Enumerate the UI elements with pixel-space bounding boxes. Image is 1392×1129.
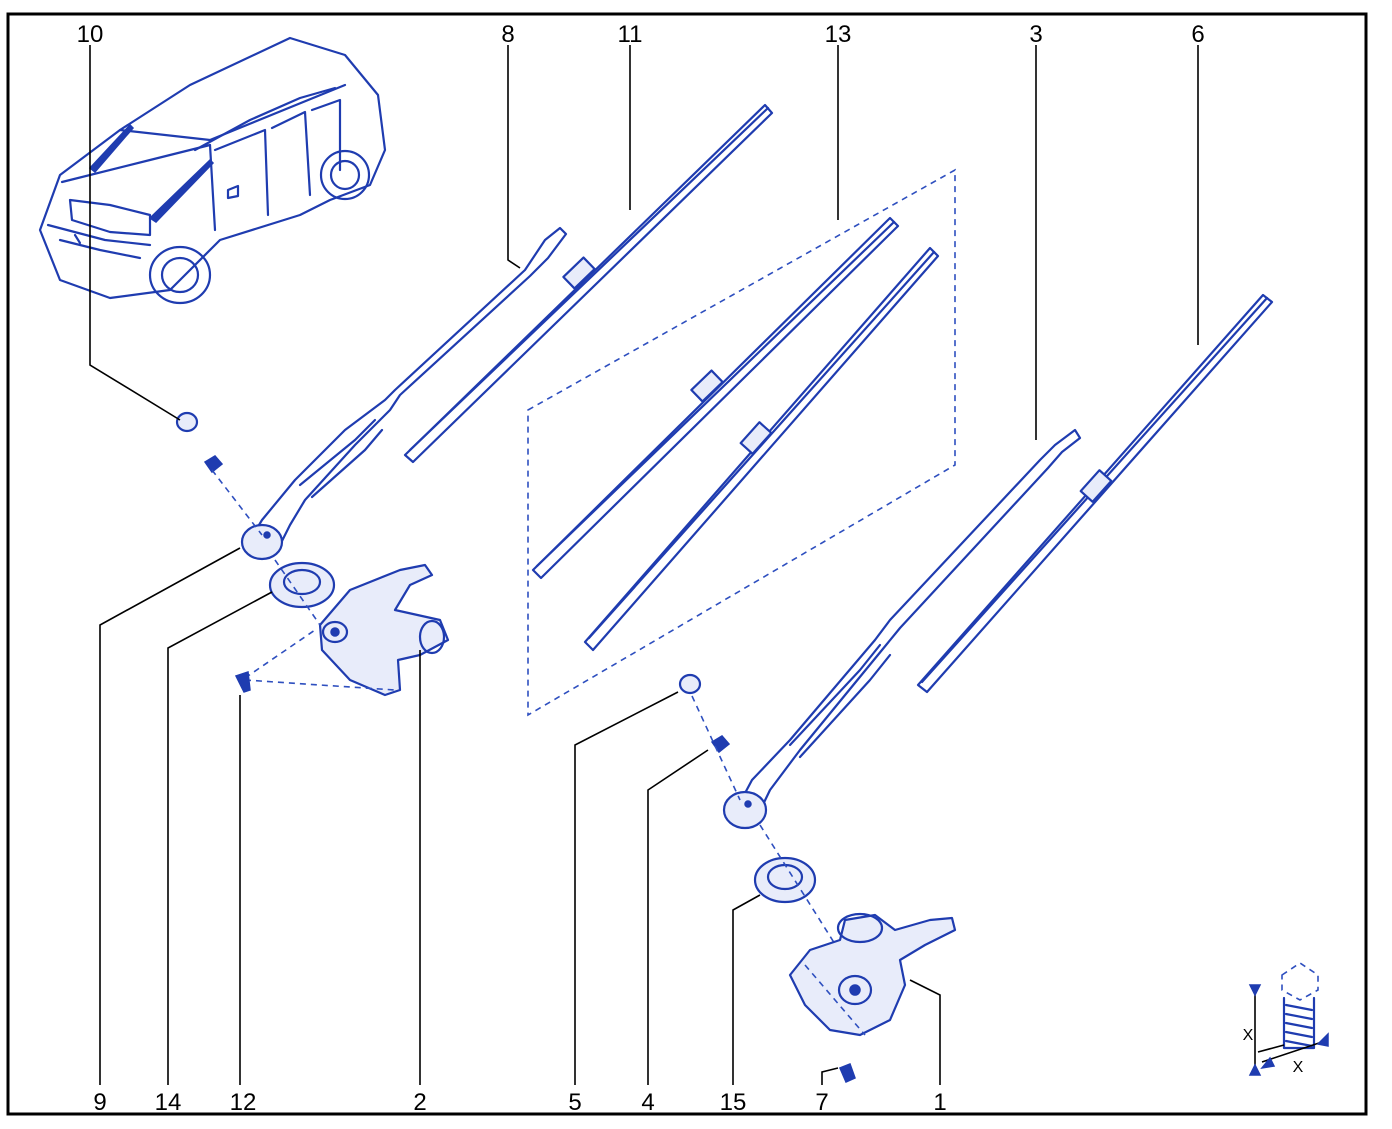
callout-11: 11 bbox=[618, 21, 643, 48]
callout-6: 6 bbox=[1191, 21, 1204, 48]
right-seal-ring bbox=[753, 824, 846, 961]
left-seal-ring bbox=[268, 561, 336, 609]
callout-4: 4 bbox=[641, 1089, 654, 1116]
callout-3: 3 bbox=[1029, 21, 1042, 48]
torque-label-horizontal: X bbox=[1293, 1059, 1304, 1076]
callout-5: 5 bbox=[568, 1089, 581, 1116]
callout-7: 7 bbox=[815, 1089, 828, 1116]
right-cap-and-nut bbox=[678, 673, 741, 801]
right-wiper-motor bbox=[788, 912, 957, 1083]
leader-lines bbox=[89, 45, 1199, 1085]
left-wiper-arm bbox=[240, 226, 568, 561]
callout-9: 9 bbox=[93, 1089, 106, 1116]
callout-10: 10 bbox=[77, 21, 104, 48]
torque-label-vertical: X bbox=[1243, 1027, 1254, 1044]
torque-inset: X X bbox=[1243, 962, 1329, 1076]
callout-1: 1 bbox=[933, 1089, 946, 1116]
callouts-top: 10 8 11 13 3 6 bbox=[77, 21, 1205, 48]
callout-2: 2 bbox=[413, 1089, 426, 1116]
diagram-frame bbox=[6, 12, 1368, 1116]
left-cap-and-nut bbox=[175, 411, 263, 536]
callout-15: 15 bbox=[720, 1089, 747, 1116]
callout-14: 14 bbox=[155, 1089, 182, 1116]
callout-8: 8 bbox=[501, 21, 514, 48]
right-wiper-blade bbox=[916, 293, 1274, 694]
right-wiper-arm bbox=[722, 428, 1082, 830]
left-wiper-motor bbox=[234, 559, 450, 697]
callout-12: 12 bbox=[230, 1089, 257, 1116]
vehicle-illustration bbox=[38, 36, 387, 305]
callout-13: 13 bbox=[825, 21, 852, 48]
blade-set-group bbox=[527, 168, 956, 717]
left-wiper-blade bbox=[403, 103, 774, 464]
callouts-bottom: 9 14 12 2 5 4 15 7 1 bbox=[93, 1089, 946, 1116]
